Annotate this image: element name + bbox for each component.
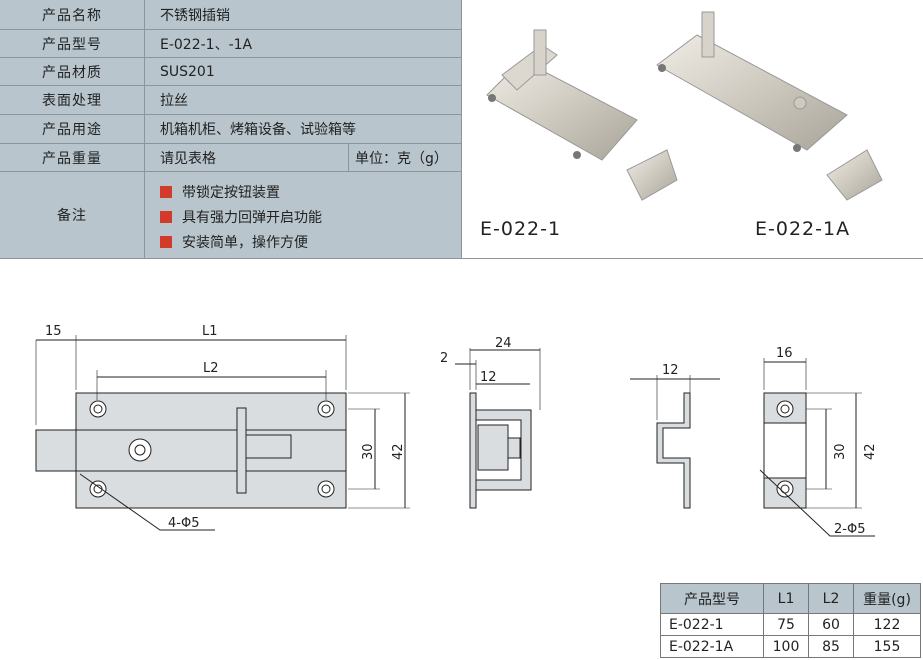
technical-drawing: 15 L1 L2 30 42 4-Φ5 2 24 12 12 16 30 42 … <box>35 324 878 537</box>
dim-side-2: 2 <box>440 351 448 366</box>
spec-row-finish: 表面处理拉丝 <box>0 86 462 115</box>
bullet-square-icon <box>160 211 172 223</box>
photo-latch-small <box>486 29 678 201</box>
photo-label-e022-1: E-022-1 <box>480 218 562 240</box>
dim-30: 30 <box>361 443 376 460</box>
dim-42: 42 <box>391 443 406 460</box>
dim-holes-2: 2-Φ5 <box>834 522 865 537</box>
note-item: 具有强力回弹开启功能 <box>160 207 322 227</box>
dim-15: 15 <box>45 324 62 339</box>
dim-holes-4: 4-Φ5 <box>168 516 199 531</box>
spec-row-usage: 产品用途机箱机柜、烤箱设备、试验箱等 <box>0 115 462 144</box>
dim-side-12: 12 <box>480 370 497 385</box>
spec-row-notes: 备注 带锁定按钮装置 具有强力回弹开启功能 安装简单，操作方便 <box>0 172 462 258</box>
spec-row-name: 产品名称不锈钢插销 <box>0 0 462 30</box>
table-header: 产品型号 L1 L2 重量(g) <box>660 583 921 614</box>
divider <box>0 258 923 259</box>
note-item: 带锁定按钮装置 <box>160 182 280 202</box>
photo-label-e022-1a: E-022-1A <box>755 218 851 240</box>
keeper-profile-view <box>630 375 720 509</box>
keeper-front-view <box>759 358 875 537</box>
dim-keeper-42: 42 <box>863 443 878 460</box>
dim-l2: L2 <box>203 361 219 376</box>
side-view <box>455 348 541 509</box>
dim-keeper-30: 30 <box>833 443 848 460</box>
product-photos <box>486 11 883 201</box>
spec-row-weight: 产品重量请见表格单位：克（g） <box>0 144 462 172</box>
note-item: 安装简单，操作方便 <box>160 232 308 252</box>
front-view <box>35 335 410 531</box>
dim-keeper-16: 16 <box>776 346 793 361</box>
photo-latch-large <box>656 11 883 201</box>
dim-profile-12: 12 <box>662 363 679 378</box>
bullet-square-icon <box>160 186 172 198</box>
dim-l1: L1 <box>202 324 218 339</box>
bullet-square-icon <box>160 236 172 248</box>
dim-side-24: 24 <box>495 336 512 351</box>
